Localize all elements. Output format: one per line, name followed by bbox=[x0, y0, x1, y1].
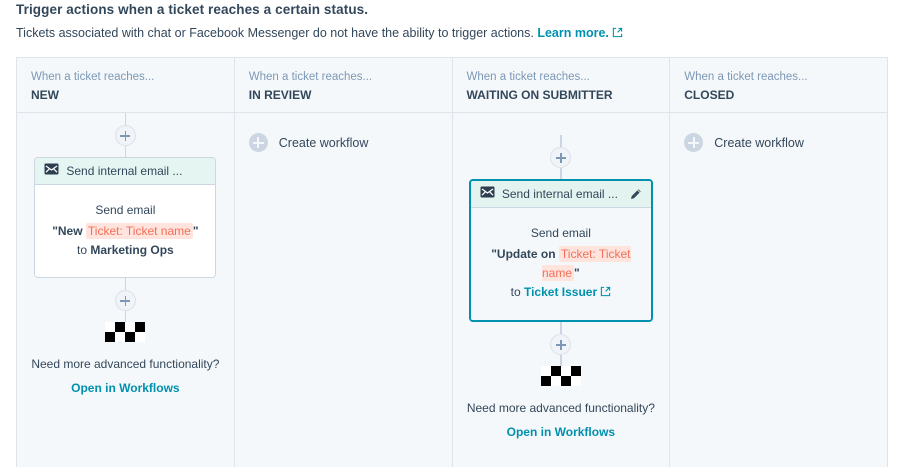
card-subject-line: "New Ticket: Ticket name" bbox=[52, 223, 199, 239]
card-recipient: Marketing Ops bbox=[90, 243, 174, 257]
advanced-functionality-text: Need more advanced functionality? bbox=[466, 401, 655, 415]
column-header: When a ticket reaches... WAITING ON SUBMI… bbox=[452, 58, 670, 113]
card-action-line: Send email bbox=[95, 203, 156, 217]
action-card-body: Send email "Update on Ticket: Ticket name… bbox=[470, 208, 651, 320]
checkered-flag-icon bbox=[105, 322, 146, 347]
plus-icon bbox=[684, 133, 704, 152]
column-header: When a ticket reaches... NEW bbox=[17, 58, 234, 113]
page-title: Trigger actions when a ticket reaches a … bbox=[16, 2, 369, 17]
add-action-button-top[interactable] bbox=[550, 147, 572, 168]
status-board: When a ticket reaches... NEW Send internal… bbox=[16, 57, 888, 467]
workflow-flow: Send internal email ... Send email "New Ti… bbox=[17, 113, 234, 396]
add-action-button-bottom[interactable] bbox=[114, 290, 136, 311]
card-subject-line: "Update on Ticket: Ticket name" bbox=[491, 246, 631, 281]
connector-line bbox=[124, 278, 127, 290]
card-recipient-line: to Marketing Ops bbox=[77, 243, 174, 257]
status-column: When a ticket reaches... IN REVIEW Create … bbox=[234, 58, 453, 467]
add-action-button-bottom[interactable] bbox=[550, 334, 572, 355]
learn-more-label: Learn more. bbox=[537, 26, 609, 40]
connector-line bbox=[124, 311, 127, 322]
create-workflow-button[interactable]: Create workflow bbox=[670, 113, 887, 152]
checkered-flag-icon bbox=[540, 366, 581, 391]
column-body: Send internal email ... Send email "Update… bbox=[453, 113, 670, 467]
status-column: When a ticket reaches... NEW Send internal… bbox=[17, 58, 235, 467]
card-recipient-link[interactable]: Ticket Issuer bbox=[523, 285, 598, 299]
open-in-workflows-link[interactable]: Open in Workflows bbox=[506, 425, 616, 439]
workflow-flow: Send internal email ... Send email "Update… bbox=[453, 113, 670, 440]
column-body: Send internal email ... Send email "New Ti… bbox=[17, 113, 234, 467]
status-column: When a ticket reaches... WAITING ON SUBMI… bbox=[452, 58, 671, 467]
card-recipient-line: to Ticket Issuer bbox=[480, 283, 642, 303]
page-header: Trigger actions when a ticket reaches a … bbox=[16, 0, 886, 42]
action-card-title: Send internal email ... bbox=[66, 164, 183, 178]
column-header-prefix: When a ticket reaches... bbox=[466, 71, 590, 83]
column-header-prefix: When a ticket reaches... bbox=[248, 71, 373, 83]
card-action-line: Send email bbox=[530, 226, 591, 240]
column-body: Create workflow bbox=[670, 113, 887, 467]
action-card-header: Send internal email ... bbox=[35, 158, 216, 185]
column-header: When a ticket reaches... CLOSED bbox=[670, 58, 887, 113]
external-link-icon bbox=[612, 26, 623, 42]
page-subtitle: Tickets associated with chat or Facebook… bbox=[16, 18, 886, 42]
column-status-label: CLOSED bbox=[684, 88, 735, 102]
envelope-icon bbox=[44, 162, 59, 180]
connector-line bbox=[560, 135, 562, 147]
action-card[interactable]: Send internal email ... Send email "Update… bbox=[468, 179, 653, 322]
action-card[interactable]: Send internal email ... Send email "New Ti… bbox=[34, 157, 217, 278]
action-card-body: Send email "New Ticket: Ticket name" to Ma… bbox=[35, 185, 216, 277]
column-status-label: WAITING ON SUBMITTER bbox=[466, 88, 613, 102]
column-status-label: NEW bbox=[31, 88, 59, 102]
plus-icon bbox=[248, 133, 268, 152]
column-header: When a ticket reaches... IN REVIEW bbox=[234, 58, 452, 113]
create-workflow-label: Create workflow bbox=[278, 135, 369, 150]
column-header-prefix: When a ticket reaches... bbox=[684, 71, 808, 83]
column-header-prefix: When a ticket reaches... bbox=[31, 71, 155, 83]
connector-line bbox=[560, 322, 562, 334]
advanced-functionality-text: Need more advanced functionality? bbox=[31, 357, 220, 371]
action-card-title: Send internal email ... bbox=[501, 187, 618, 201]
column-status-label: IN REVIEW bbox=[248, 88, 312, 102]
connector-line bbox=[560, 168, 562, 179]
learn-more-link[interactable]: Learn more. bbox=[537, 26, 623, 40]
create-workflow-button[interactable]: Create workflow bbox=[235, 113, 452, 152]
create-workflow-label: Create workflow bbox=[714, 135, 804, 150]
connector-line bbox=[124, 146, 127, 157]
envelope-icon bbox=[480, 185, 495, 203]
external-link-icon bbox=[600, 284, 611, 303]
action-card-header: Send internal email ... bbox=[470, 181, 651, 208]
pencil-icon[interactable] bbox=[628, 186, 644, 202]
add-action-button-top[interactable] bbox=[114, 125, 136, 146]
column-body: Create workflow bbox=[235, 113, 452, 467]
connector-line bbox=[560, 355, 562, 366]
property-token: Ticket: Ticket name bbox=[85, 223, 193, 239]
page-subtitle-text: Tickets associated with chat or Facebook… bbox=[16, 26, 534, 40]
open-in-workflows-link[interactable]: Open in Workflows bbox=[71, 381, 180, 395]
connector-line bbox=[124, 113, 127, 125]
status-column: When a ticket reaches... CLOSED Create wor… bbox=[670, 58, 887, 467]
